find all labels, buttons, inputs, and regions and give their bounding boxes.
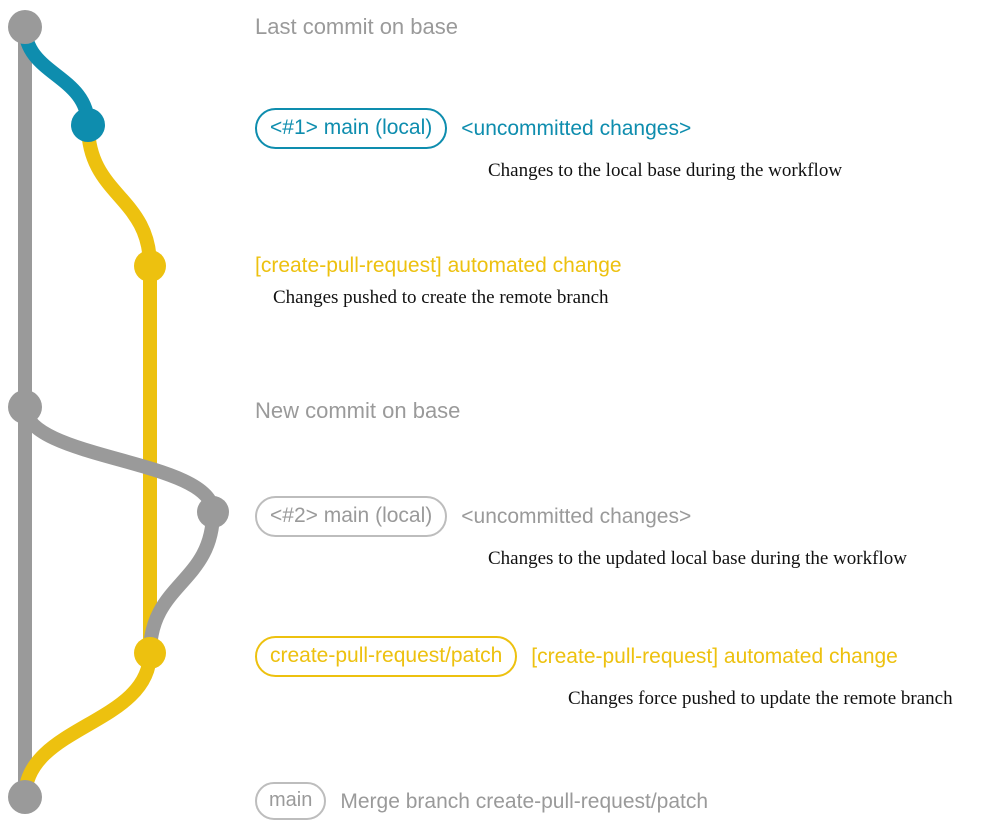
commit-row-new-commit-on-base: New commit on base	[255, 400, 460, 422]
edge-yellow-from-local1	[81, 118, 157, 273]
commit-row-main: <#1> main (local) <uncommitted changes>	[255, 108, 691, 149]
commit-row-main: New commit on base	[255, 400, 460, 422]
commit-node-local-2[interactable]	[197, 496, 229, 528]
commit-node-last-commit-on-base[interactable]	[8, 10, 42, 44]
branch-pill-create-pull-request-patch[interactable]: create-pull-request/patch	[255, 636, 518, 677]
commit-note-local-1: Changes to the local base during the wor…	[488, 160, 843, 181]
commit-subject-automated-change-update: [create-pull-request] automated change	[531, 645, 898, 668]
commit-note-automated-change-update: Changes force pushed to update the remot…	[568, 688, 953, 709]
branch-pill-local-1[interactable]: <#1> main (local)	[255, 108, 448, 149]
commit-row-main: <#2> main (local) <uncommitted changes>	[255, 496, 691, 537]
commit-row-last-commit-on-base: Last commit on base	[255, 16, 458, 38]
commit-node-automated-change-create[interactable]	[134, 250, 166, 282]
commit-node-local-1[interactable]	[71, 108, 105, 142]
commit-subject-local-1: <uncommitted changes>	[461, 117, 692, 140]
commit-note-local-2: Changes to the updated local base during…	[488, 548, 907, 569]
commit-headline: New commit on base	[255, 398, 461, 423]
commit-node-merge-commit[interactable]	[8, 780, 42, 814]
commit-subject-local-2: <uncommitted changes>	[461, 505, 692, 528]
edge-gray-branch-to-local2	[18, 400, 220, 519]
edge-gray-local2-to-patch	[143, 505, 220, 660]
commit-row-main: create-pull-request/patch [create-pull-r…	[255, 636, 898, 677]
commit-node-automated-change-update[interactable]	[134, 637, 166, 669]
commit-row-main: main Merge branch create-pull-request/pa…	[255, 782, 708, 820]
commit-headline: Last commit on base	[255, 14, 458, 39]
branch-pill-local-2[interactable]: <#2> main (local)	[255, 496, 448, 537]
commit-subject-merge-commit: Merge branch create-pull-request/patch	[340, 789, 709, 813]
commit-node-new-commit-on-base[interactable]	[8, 390, 42, 424]
commit-row-main: [create-pull-request] automated change	[255, 255, 622, 276]
commit-row-automated-change-create: [create-pull-request] automated change C…	[255, 255, 622, 307]
commit-row-local-1: <#1> main (local) <uncommitted changes> …	[255, 108, 842, 180]
commit-row-automated-change-update: create-pull-request/patch [create-pull-r…	[255, 636, 953, 708]
commit-subject-automated-change-create: [create-pull-request] automated change	[255, 254, 622, 277]
commit-note-automated-change-create: Changes pushed to create the remote bran…	[273, 287, 609, 308]
commit-row-merge-commit: main Merge branch create-pull-request/pa…	[255, 782, 708, 820]
branch-pill-main[interactable]: main	[255, 782, 327, 820]
commit-row-main: Last commit on base	[255, 16, 458, 38]
commit-row-local-2: <#2> main (local) <uncommitted changes> …	[255, 496, 907, 568]
edge-yellow-merge-to-base	[18, 646, 157, 804]
graph-nodes	[8, 10, 229, 814]
